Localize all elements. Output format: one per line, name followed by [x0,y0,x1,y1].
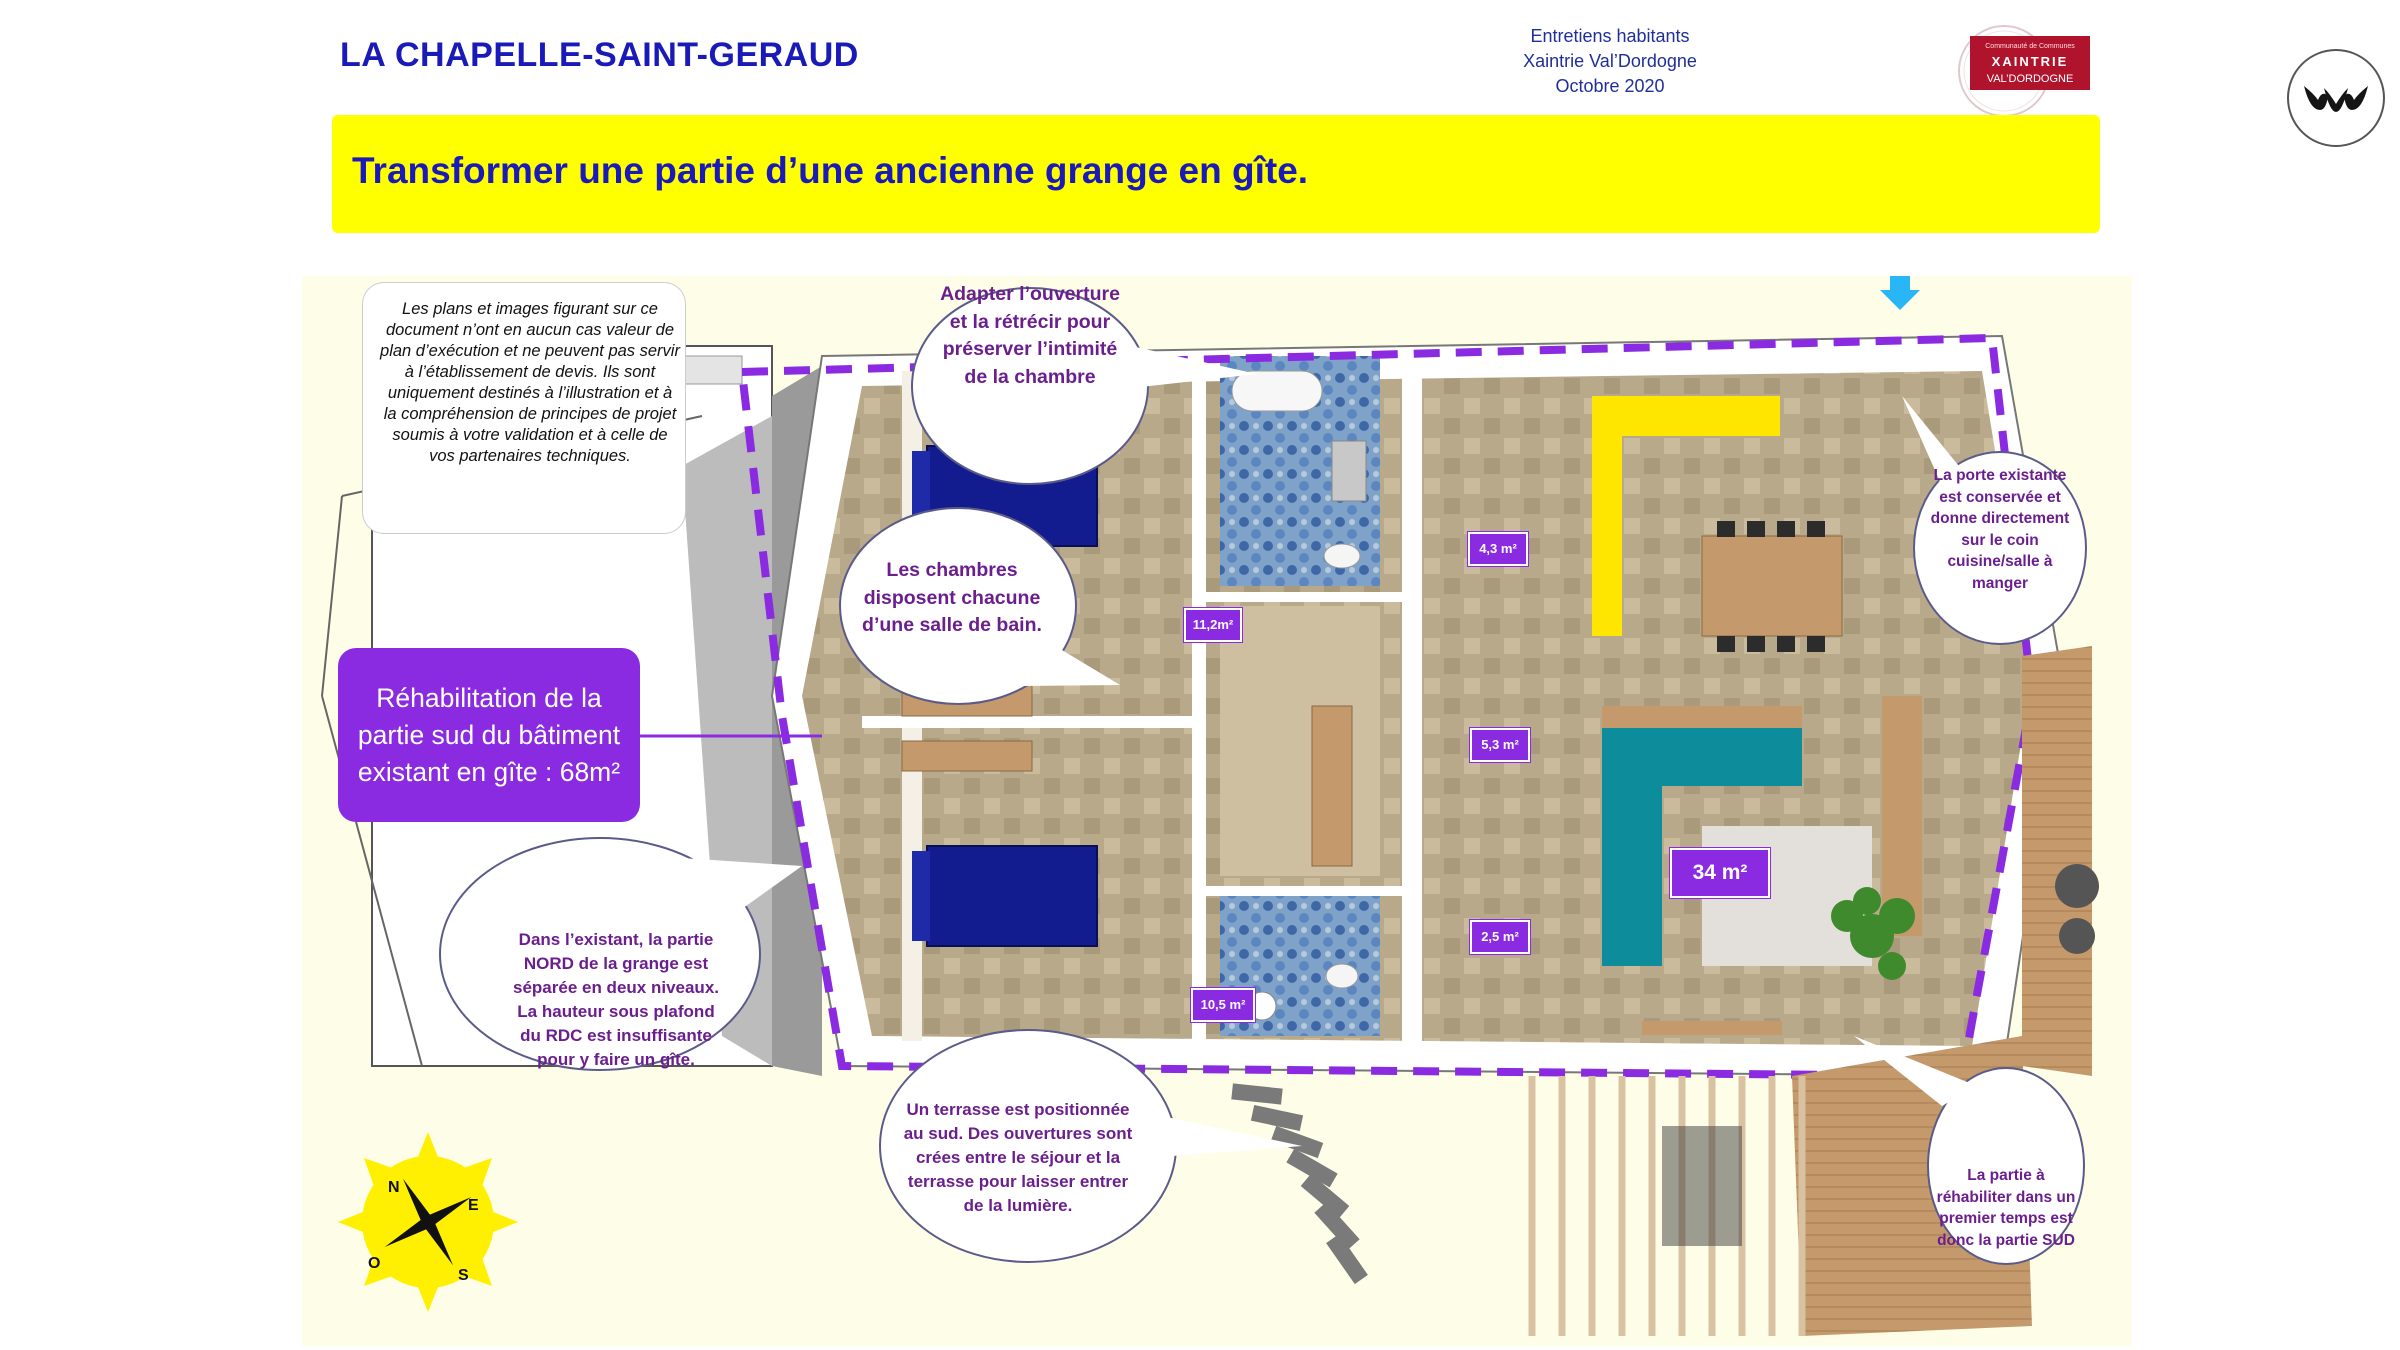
compass-n-label: N [388,1179,400,1196]
rehabilitation-callout: Réhabilitation de la partie sud du bâtim… [338,648,640,822]
room-label-bath-2: 2,5 m² [1470,920,1530,954]
header-line-3: Octobre 2020 [1555,76,1665,96]
compass-rose-icon: N E S O [338,1132,518,1312]
vv-logo-icon [2287,49,2385,147]
disclaimer-box [362,282,686,534]
bubble-south-text: La partie à réhabiliter dans un premier … [1936,1167,2076,1249]
room-label-corridor: 5,3 m² [1470,728,1530,762]
banner-text: Transformer une partie d’une ancienne gr… [352,150,1309,191]
header-line-1: Entretiens habitants [1530,26,1690,46]
title-banner [332,115,2100,233]
logo-line-1: XAINTRIE [1992,54,2069,69]
rehabilitation-text: Réhabilitation de la partie sud du bâtim… [357,682,621,787]
compass-e-label: E [468,1197,479,1214]
page-title: LA CHAPELLE-SAINT-GERAUD [340,36,859,74]
bubble-bedrooms-text: Les chambres disposent chacune d’une sal… [862,559,1042,636]
bubble-existing-text: Dans l’existant, la partie NORD de la gr… [513,930,719,1069]
bubble-opening-text: Adapter l’ouverture et la rétrécir pour … [940,283,1120,388]
room-label-living: 34 m² [1670,848,1770,898]
north-arrow-icon [1880,276,1920,310]
disclaimer-text: Les plans et images figurant sur ce docu… [380,300,680,465]
bubble-door-text: La porte existante est conservée et donn… [1930,467,2070,592]
logo-small-text: Communauté de Communes [1985,43,2075,50]
room-label-bedroom-2: 10,5 m² [1191,988,1255,1022]
header-line-2: Xaintrie Val’Dordogne [1523,51,1697,71]
logo-line-2: VAL’DORDOGNE [1987,73,2074,85]
header-info: Entretiens habitants Xaintrie Val’Dordog… [1470,24,1750,99]
room-label-bath-1: 4,3 m² [1468,532,1528,566]
xaintrie-logo: Communauté de Communes XAINTRIE VAL’DORD… [1958,25,2090,117]
compass-o-label: O [368,1255,380,1272]
bubble-terrace-text: Un terrasse est positionnée au sud. Des … [903,1100,1133,1215]
compass-s-label: S [458,1267,469,1284]
room-label-bedroom-1: 11,2m² [1184,608,1242,642]
